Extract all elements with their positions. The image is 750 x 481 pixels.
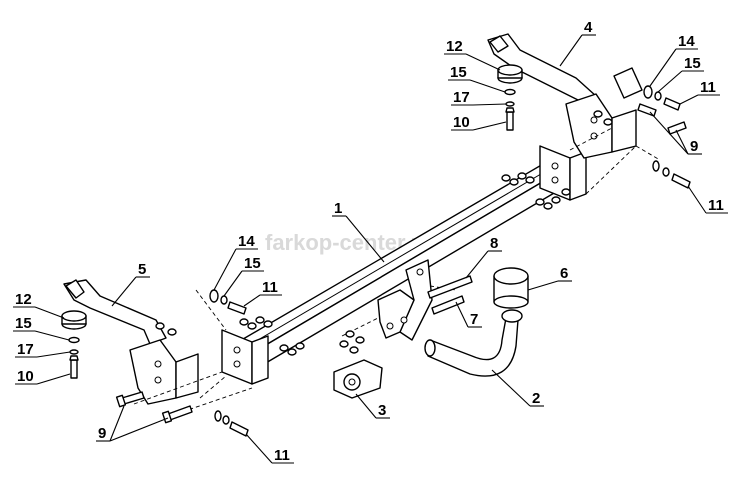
callout-15-b: 15 xyxy=(223,255,264,297)
svg-text:15: 15 xyxy=(450,64,467,81)
center-ball-mount-bracket xyxy=(377,259,433,341)
callout-15-a: 15 xyxy=(13,315,70,341)
svg-text:12: 12 xyxy=(15,291,32,308)
svg-text:10: 10 xyxy=(17,368,34,385)
svg-text:11: 11 xyxy=(708,197,724,214)
svg-text:11: 11 xyxy=(262,279,278,296)
center-bolts-7-8 xyxy=(339,275,473,354)
assembly-guide-lines xyxy=(133,127,661,415)
callout-11-c: 11 xyxy=(679,79,720,105)
left-pad-stack xyxy=(61,310,87,379)
callout-10-left: 10 xyxy=(15,368,71,385)
callout-15-c: 15 xyxy=(448,64,506,93)
tow-ball-neck xyxy=(424,309,523,377)
svg-text:15: 15 xyxy=(244,255,261,272)
callout-17-left: 17 xyxy=(15,341,71,358)
callout-9-right: 9 xyxy=(649,111,702,155)
left-bolts-11 xyxy=(209,289,249,437)
callout-17-right: 17 xyxy=(451,89,507,106)
svg-text:12: 12 xyxy=(446,38,463,55)
callout-8: 8 xyxy=(465,235,502,279)
svg-text:9: 9 xyxy=(690,138,698,155)
right-bolts xyxy=(637,85,691,189)
svg-text:17: 17 xyxy=(17,341,34,358)
svg-text:11: 11 xyxy=(274,447,290,464)
svg-text:1: 1 xyxy=(334,200,342,217)
svg-text:8: 8 xyxy=(490,235,498,252)
left-mounting-plate xyxy=(221,329,269,385)
callout-3: 3 xyxy=(355,393,390,419)
crossbar-nuts-left xyxy=(239,316,305,356)
svg-text:5: 5 xyxy=(138,261,146,278)
callout-14-right: 14 xyxy=(649,33,698,87)
callout-11-b: 11 xyxy=(245,433,294,464)
svg-text:17: 17 xyxy=(453,89,470,106)
svg-text:15: 15 xyxy=(684,55,701,72)
callout-4: 4 xyxy=(559,19,596,67)
left-bolts-9 xyxy=(115,391,193,424)
svg-text:6: 6 xyxy=(560,265,568,282)
svg-text:10: 10 xyxy=(453,114,470,131)
callout-15-d: 15 xyxy=(657,55,704,93)
svg-text:7: 7 xyxy=(470,311,478,328)
socket-plate xyxy=(333,359,383,399)
callout-9-left: 9 xyxy=(96,405,169,442)
callout-2: 2 xyxy=(491,369,544,407)
right-side-bracket xyxy=(487,33,643,159)
right-pad-stack xyxy=(497,64,523,131)
callout-11-d: 11 xyxy=(687,185,728,214)
svg-text:14: 14 xyxy=(238,233,255,250)
svg-text:2: 2 xyxy=(532,390,540,407)
callout-7: 7 xyxy=(455,301,482,328)
callout-6: 6 xyxy=(527,265,572,291)
svg-text:14: 14 xyxy=(678,33,695,50)
svg-text:15: 15 xyxy=(15,315,32,332)
svg-text:3: 3 xyxy=(378,402,386,419)
callout-14-left: 14 xyxy=(213,233,258,291)
svg-text:9: 9 xyxy=(98,425,106,442)
svg-text:11: 11 xyxy=(700,79,716,96)
ball-cover-cap xyxy=(493,267,529,309)
callout-1: 1 xyxy=(332,200,385,263)
crossbar-nuts-right xyxy=(501,172,571,210)
left-side-bracket xyxy=(63,279,199,405)
callout-12-right: 12 xyxy=(444,38,501,71)
callout-10-right: 10 xyxy=(451,114,507,131)
callout-12-left: 12 xyxy=(13,291,65,319)
callout-5: 5 xyxy=(111,261,150,307)
svg-text:4: 4 xyxy=(584,19,593,36)
callout-11-a: 11 xyxy=(243,279,282,307)
